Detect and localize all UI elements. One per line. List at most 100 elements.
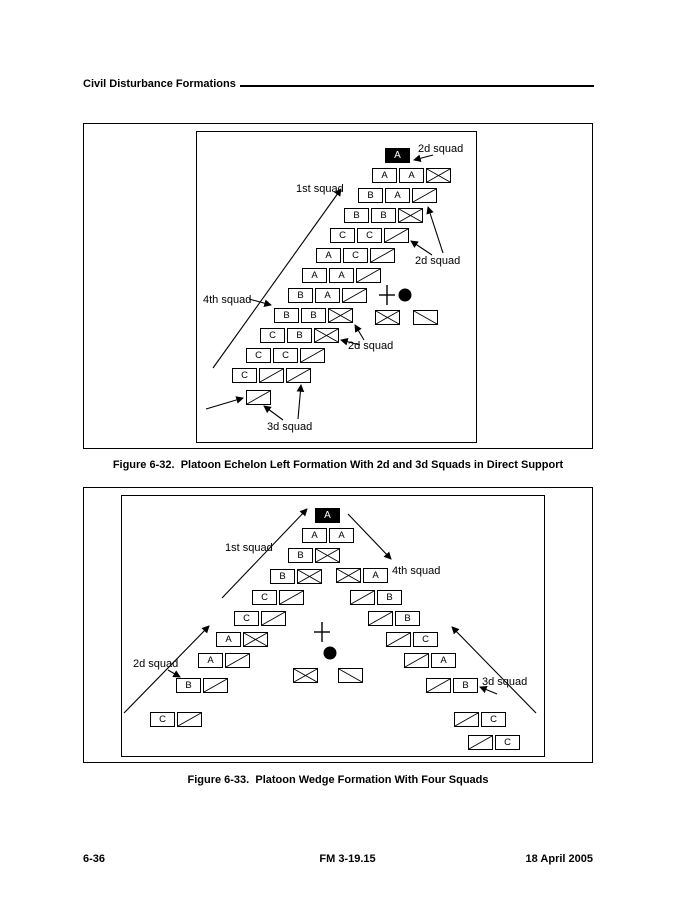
diagonal-box-marking [204,679,227,692]
platoon-leader-box: A [315,508,340,523]
soldier-box: C [413,632,438,647]
diagonal-box-marking [280,591,303,604]
crossed-box-marking [244,633,267,646]
squad-label: 2d squad [418,143,464,155]
diagonal-box-marking [369,612,392,625]
soldier-box: B [288,548,313,563]
diagonal-box-marking [226,654,249,667]
soldier-box: B [377,590,402,605]
diagonal-box-marking [260,369,283,382]
diagonal-box-marking [339,669,362,682]
soldier-box: A [302,268,327,283]
footer-publication: FM 3-19.15 [319,853,376,865]
support-soldier-box [177,712,202,727]
footer-page-number: 6-36 [83,853,106,865]
figure-6-33-caption-title: Platoon Wedge Formation With Four Squads [255,774,489,786]
soldier-box: B [287,328,312,343]
soldier-box: A [329,268,354,283]
platoon-leader-box: A [385,148,410,163]
soldier-box: C [260,328,285,343]
support-soldier-box [342,288,367,303]
diagonal-box-marking [351,591,374,604]
soldier-box: B [453,678,478,693]
soldier-box: C [252,590,277,605]
support-soldier-box [243,632,268,647]
figure-6-32-caption-title: Platoon Echelon Left Formation With 2d a… [180,459,564,471]
support-soldier-box [426,678,451,693]
diagonal-box-marking [387,633,410,646]
diagonal-box-marking [469,736,492,749]
support-soldier-box [336,568,361,583]
soldier-box: B [274,308,299,323]
support-soldier-box [314,328,339,343]
soldier-box: C [150,712,175,727]
support-soldier-box [386,632,411,647]
running-header: Civil Disturbance Formations [83,78,236,90]
soldier-box: C [343,248,368,263]
soldier-box: C [273,348,298,363]
header-rule [240,85,594,87]
soldier-box: B [395,611,420,626]
diagonal-box-marking [385,229,408,242]
squad-label: 4th squad [392,565,441,577]
crossed-box-marking [337,569,360,582]
squad-label: 2d squad [133,658,179,670]
soldier-box: C [234,611,259,626]
support-soldier-box [454,712,479,727]
support-soldier-box [259,368,284,383]
squad-label: 1st squad [296,183,344,195]
support-soldier-box [279,590,304,605]
soldier-box: B [288,288,313,303]
soldier-box: A [302,528,327,543]
soldier-box: A [329,528,354,543]
soldier-box: A [431,653,456,668]
squad-label: 3d squad [267,421,313,433]
diagonal-box-marking [455,713,478,726]
support-soldier-box [315,548,340,563]
diagonal-box-marking [414,311,437,324]
figure-6-33-caption: Figure 6-33. Platoon Wedge Formation Wit… [83,774,593,786]
support-soldier-box [384,228,409,243]
diagonal-box-marking [405,654,428,667]
squad-label: 4th squad [203,294,252,306]
soldier-box: B [270,569,295,584]
support-soldier-box [203,678,228,693]
support-soldier-box [338,668,363,683]
crossed-box-marking [376,311,399,324]
diagonal-box-marking [301,349,324,362]
support-soldier-box [370,248,395,263]
soldier-box: C [495,735,520,750]
squad-label: 2d squad [348,340,394,352]
squad-label: 2d squad [415,255,461,267]
support-soldier-box [356,268,381,283]
support-soldier-box [246,390,271,405]
figure-6-33-caption-label: Figure 6-33. [187,774,250,786]
diagonal-box-marking [247,391,270,404]
support-soldier-box [404,653,429,668]
crossed-box-marking [329,309,352,322]
squad-label: 3d squad [482,676,528,688]
support-soldier-box [350,590,375,605]
soldier-box: C [357,228,382,243]
crossed-box-marking [298,570,321,583]
support-soldier-box [225,653,250,668]
diagonal-box-marking [427,679,450,692]
soldier-box: B [371,208,396,223]
soldier-box: C [481,712,506,727]
support-soldier-box [328,308,353,323]
support-soldier-box [293,668,318,683]
support-soldier-box [375,310,400,325]
diagonal-box-marking [262,612,285,625]
support-soldier-box [261,611,286,626]
soldier-box: B [176,678,201,693]
soldier-box: A [372,168,397,183]
figure-6-32-caption-label: Figure 6-32. [112,459,175,471]
soldier-box: A [216,632,241,647]
support-soldier-box [412,188,437,203]
support-soldier-box [413,310,438,325]
soldier-box: A [363,568,388,583]
soldier-box: A [385,188,410,203]
support-soldier-box [398,208,423,223]
crossed-box-marking [315,329,338,342]
